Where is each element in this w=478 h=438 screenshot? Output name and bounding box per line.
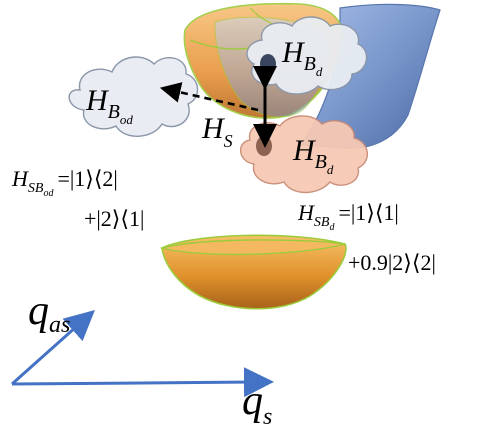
- lower-surface-top: [159, 239, 346, 256]
- eq-sbod-line2: +|2⟩⟨1|: [84, 206, 144, 231]
- upper-surface-blue-wall: [298, 3, 441, 149]
- label-hbd-upper: HBd: [281, 36, 323, 79]
- off-diagonal-coupling-arrow: [159, 82, 259, 112]
- axis-q-as: [11, 310, 95, 386]
- lower-surface: [159, 234, 347, 310]
- label-hbd-lower: HBd: [292, 134, 334, 177]
- axis-q-s: [11, 367, 274, 398]
- label-hbod: HBod: [85, 84, 133, 127]
- lower-state-dot: [256, 136, 272, 156]
- eq-sbd-line2: +0.9|2⟩⟨2|: [348, 250, 436, 275]
- eq-sbod-line1: HSBod=|1⟩⟨2|: [11, 166, 118, 199]
- upper-state-dot: [260, 54, 276, 74]
- label-q-as: qas: [28, 288, 70, 338]
- cloud-bath-off-diagonal: [68, 56, 199, 137]
- label-hs: HS: [201, 112, 233, 151]
- label-q-s: qs: [242, 378, 272, 430]
- eq-sbd-line1: HSBd=|1⟩⟨1|: [297, 200, 399, 233]
